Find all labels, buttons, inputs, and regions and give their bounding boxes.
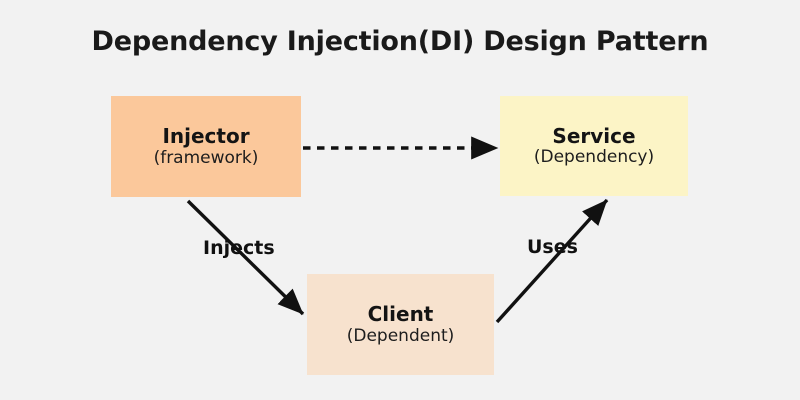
edge-client-to-service [495,198,609,324]
node-service-subtitle: (Dependency) [533,147,655,168]
node-injector-title: Injector [162,124,250,149]
node-client[interactable]: Client (Dependent) [307,274,494,375]
edge-label-injects: Injects [203,237,275,259]
page-title: Dependency Injection(DI) Design Pattern [91,26,709,57]
node-client-title: Client [367,302,434,327]
node-service[interactable]: Service (Dependency) [500,96,688,196]
node-injector-subtitle: (framework) [153,147,259,168]
node-client-subtitle: (Dependent) [346,325,455,346]
node-injector[interactable]: Injector (framework) [111,96,301,197]
node-service-title: Service [552,123,636,148]
edge-label-uses: Uses [527,236,578,258]
